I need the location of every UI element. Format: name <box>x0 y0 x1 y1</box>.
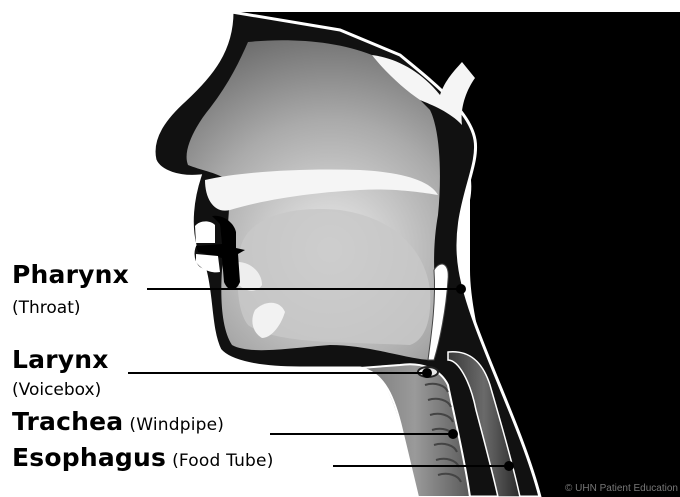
larynx-label: Larynx <box>12 345 109 374</box>
trachea-pointer-dot <box>448 429 458 439</box>
pharynx-pointer-dot <box>456 284 466 294</box>
esophagus-note: (Food Tube) <box>172 451 273 471</box>
trachea-label: Trachea <box>12 407 123 436</box>
esophagus-label: Esophagus <box>12 443 166 472</box>
pharynx-label: Pharynx <box>12 260 129 289</box>
copyright-credit: © UHN Patient Education <box>565 483 678 494</box>
larynx-pointer-dot <box>422 368 432 378</box>
esophagus-label-row: Esophagus (Food Tube) <box>12 443 274 472</box>
esophagus-pointer-dot <box>504 461 514 471</box>
trachea-label-row: Trachea (Windpipe) <box>12 407 224 436</box>
pharynx-note: (Throat) <box>12 298 81 318</box>
larynx-note: (Voicebox) <box>12 380 101 400</box>
trachea-note: (Windpipe) <box>129 415 224 435</box>
upper-lip <box>195 221 215 243</box>
